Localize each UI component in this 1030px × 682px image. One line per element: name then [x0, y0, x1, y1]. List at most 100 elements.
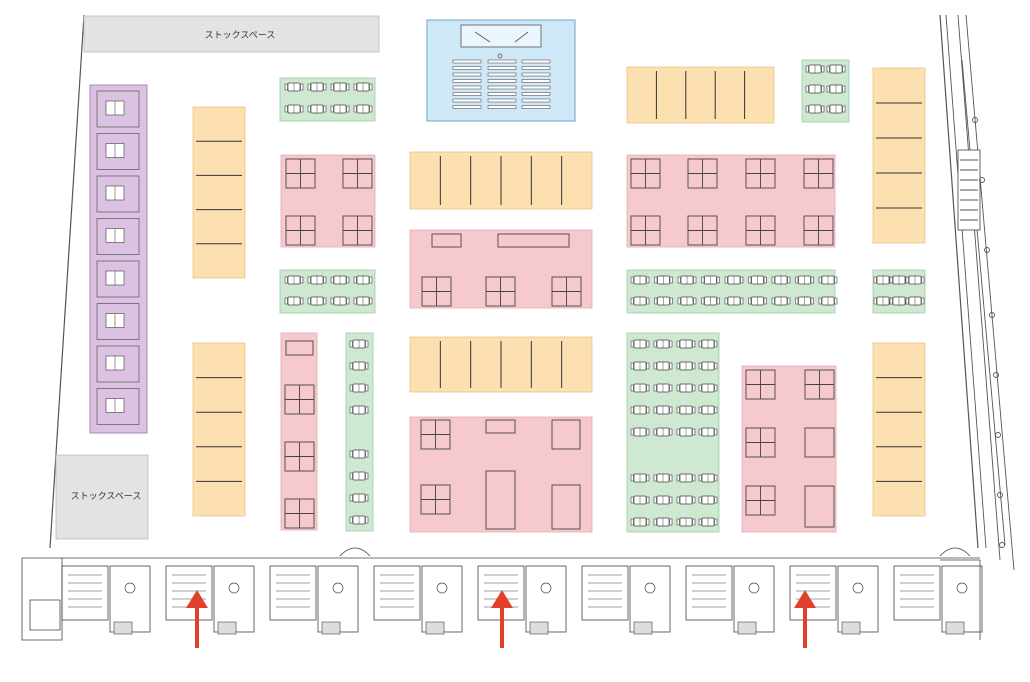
restroom-block — [269, 565, 317, 621]
table-set-icon — [630, 495, 650, 505]
table-set-icon — [653, 473, 673, 483]
seat-row — [452, 72, 482, 77]
column-marker — [436, 582, 448, 594]
booth-grid-icon — [630, 215, 661, 246]
restroom-block — [165, 565, 213, 621]
meeting-rooms — [89, 84, 148, 434]
building-wall — [940, 559, 981, 640]
table-set-icon — [889, 275, 909, 285]
booth-grid-icon — [630, 158, 661, 189]
table-set-icon — [724, 296, 744, 306]
booth-grid-icon — [745, 158, 776, 189]
table-set-icon — [698, 339, 718, 349]
table-set-icon — [349, 515, 369, 525]
stock-space-left — [55, 454, 149, 540]
booth-area — [409, 229, 593, 309]
restroom-block — [893, 565, 941, 621]
booth-grid-icon — [687, 215, 718, 246]
seat-row — [452, 66, 482, 70]
column-marker — [748, 582, 760, 594]
table-set-icon — [676, 361, 696, 371]
restroom-block — [685, 565, 733, 621]
seat-row — [487, 105, 517, 109]
hatched-column — [529, 621, 549, 635]
table-set-icon — [654, 296, 673, 306]
seat-row — [452, 59, 482, 64]
east-structure — [945, 14, 1015, 571]
seat-row — [487, 66, 517, 70]
table-set-icon — [698, 427, 718, 437]
booth-box — [497, 233, 570, 248]
hatched-column — [633, 621, 653, 635]
table-set-icon — [724, 275, 744, 285]
table-set-icon — [330, 104, 350, 114]
booth-area — [741, 365, 837, 533]
table-set-icon — [771, 275, 791, 285]
table-set-icon — [771, 296, 791, 306]
meeting-room-icon — [96, 303, 140, 340]
seat-row — [521, 98, 551, 103]
booth-grid-icon — [745, 427, 776, 458]
booth-grid-icon — [420, 419, 451, 450]
table-set-icon — [630, 517, 650, 527]
booth-box — [551, 419, 581, 450]
table-set-icon — [307, 82, 327, 92]
table-set-icon — [284, 104, 304, 114]
booth-box — [431, 233, 462, 248]
table-set-icon — [307, 275, 327, 285]
table-set-icon — [795, 296, 814, 306]
table-set-icon — [653, 495, 673, 505]
seat-row — [521, 105, 551, 109]
table-set-icon — [676, 473, 696, 483]
table-set-icon — [677, 296, 697, 306]
meeting-room-icon — [96, 260, 140, 298]
table-set-icon — [349, 405, 369, 415]
meeting-room-icon — [96, 90, 140, 128]
arrow-up-icon — [186, 590, 208, 648]
table-set-icon — [349, 493, 369, 503]
hatched-column — [841, 621, 861, 635]
table-set-icon — [284, 275, 304, 285]
table-set-icon — [873, 296, 893, 306]
column-marker — [124, 582, 136, 594]
meeting-room-icon — [96, 218, 140, 255]
table-set-icon — [676, 517, 696, 527]
table-set-icon — [676, 339, 696, 349]
hatched-column — [321, 621, 341, 635]
table-set-icon — [805, 84, 825, 94]
table-set-icon — [698, 517, 718, 527]
service-building-strip — [21, 547, 983, 641]
booth-box — [804, 485, 835, 528]
booth-area — [280, 154, 376, 248]
booth-area — [280, 332, 318, 531]
table-set-icon — [353, 275, 373, 285]
entrance-arrows — [186, 590, 816, 648]
table-set-icon — [698, 495, 718, 505]
seat-row — [521, 66, 551, 70]
restroom-block — [581, 565, 629, 621]
table-set-icon — [330, 275, 350, 285]
partition-bay-icon — [409, 336, 593, 393]
table-set-icon — [630, 275, 650, 285]
table-set-icon — [654, 275, 673, 285]
table-set-icon — [805, 104, 825, 114]
booth-grid-icon — [285, 158, 316, 189]
table-set-icon — [653, 339, 673, 349]
column-marker — [540, 582, 552, 594]
building-wall — [339, 547, 371, 557]
booth-box — [551, 484, 581, 530]
column-marker — [644, 582, 656, 594]
booth-box — [285, 340, 314, 356]
table-set-icon — [630, 339, 650, 349]
booth-grid-icon — [485, 276, 516, 307]
table-set-icon — [307, 104, 327, 114]
table-set-icon — [653, 361, 673, 371]
meeting-room-icon — [96, 133, 140, 170]
column-marker — [956, 582, 968, 594]
stock-space-top-label: ストックスペース — [205, 30, 276, 41]
table-set-icon — [349, 339, 369, 349]
partition-bay-icon — [626, 66, 775, 124]
table-set-icon — [795, 275, 814, 285]
seat-row — [487, 59, 517, 64]
